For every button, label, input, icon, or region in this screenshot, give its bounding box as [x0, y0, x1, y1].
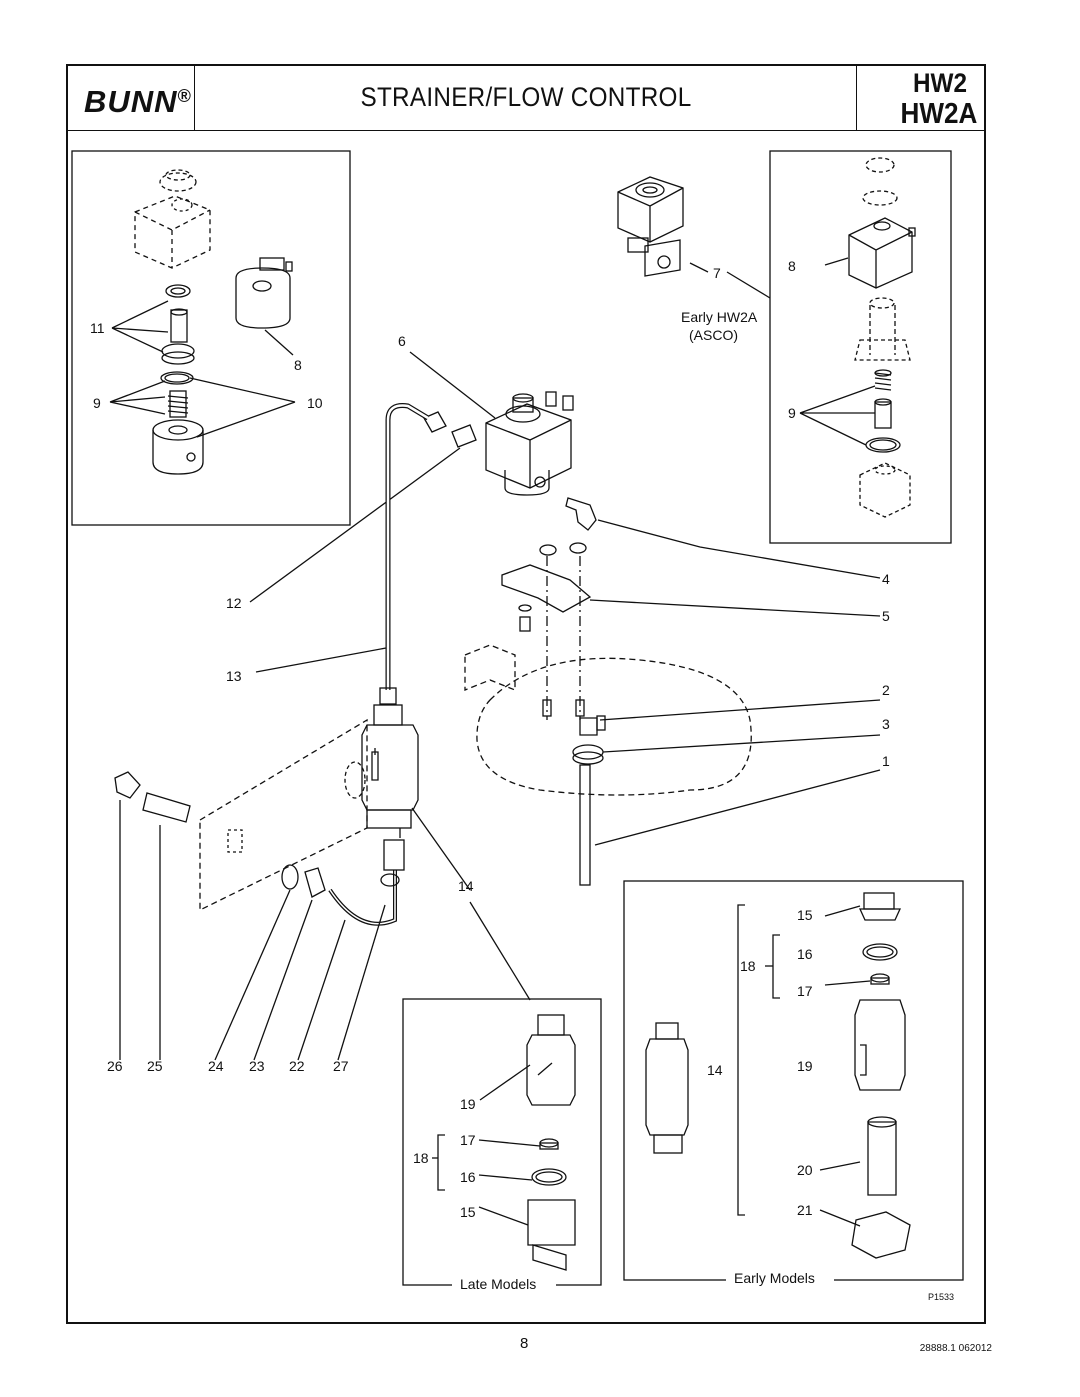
model-hw2a: HW2A [900, 98, 977, 130]
model-cell: HW2 HW2A [856, 66, 985, 130]
part-number-19-late: 19 [460, 1096, 476, 1112]
part-number-9-right: 9 [788, 405, 796, 421]
strainer-flow-control-main [114, 704, 471, 1061]
part-number-3: 3 [882, 716, 890, 732]
part-number-7: 7 [713, 265, 721, 281]
part-number-8-left: 8 [294, 357, 302, 373]
part-number-11: 11 [90, 320, 105, 336]
part-number-18-early: 18 [740, 958, 756, 974]
part-number-16-late: 16 [460, 1169, 476, 1185]
model-hw2: HW2 [913, 68, 967, 98]
part-number-19-early: 19 [797, 1058, 813, 1074]
part-number-1: 1 [882, 753, 890, 769]
part-number-8-right: 8 [788, 258, 796, 274]
late-models-label: Late Models [456, 1276, 541, 1292]
page-frame: BUNN® STRAINER/FLOW CONTROL HW2 HW2A [66, 64, 986, 1324]
main-solenoid-valve [249, 351, 881, 603]
part-number-2: 2 [882, 682, 890, 698]
part-number-4: 4 [882, 571, 890, 587]
part-number-27: 27 [333, 1058, 349, 1074]
early-models-label: Early Models [730, 1270, 819, 1286]
inset-asco-valve-box [769, 150, 952, 544]
early-hw2a-valve [617, 176, 771, 299]
part-number-9-left: 9 [93, 395, 101, 411]
part-number-15-early: 15 [797, 907, 813, 923]
part-number-18-late: 18 [413, 1150, 429, 1166]
part-number-5: 5 [882, 608, 890, 624]
page-number: 8 [520, 1335, 529, 1352]
part-number-23: 23 [249, 1058, 265, 1074]
part-number-17-late: 17 [460, 1132, 476, 1148]
inset-left-parts [109, 169, 296, 475]
part-number-21: 21 [797, 1202, 813, 1218]
part-number-12: 12 [226, 595, 242, 611]
leader-14 [469, 901, 531, 1001]
part-number-26: 26 [107, 1058, 123, 1074]
part-number-6: 6 [398, 333, 406, 349]
part-number-14-main: 14 [458, 878, 474, 894]
part-number-10: 10 [307, 395, 323, 411]
mounting-bracket [501, 542, 881, 720]
part-number-16-early: 16 [797, 946, 813, 962]
brand-logo: BUNN® [84, 84, 192, 119]
inset-right-parts [799, 157, 916, 518]
cabinet-top-outline [464, 644, 752, 796]
part-number-25: 25 [147, 1058, 163, 1074]
page-title: STRAINER/FLOW CONTROL [360, 82, 692, 112]
tubing [255, 403, 430, 705]
early-models-parts [645, 892, 911, 1259]
late-models-parts [432, 1014, 576, 1271]
part-number-24: 24 [208, 1058, 224, 1074]
inset-valve-detail-box [71, 150, 351, 526]
part-number-22: 22 [289, 1058, 305, 1074]
part-number-13: 13 [226, 668, 242, 684]
brand-cell: BUNN® [68, 66, 195, 130]
faucet-assembly [542, 699, 881, 886]
part-number-15-late: 15 [460, 1204, 476, 1220]
asco-label: (ASCO) [689, 327, 738, 343]
part-number-17-early: 17 [797, 983, 813, 999]
document-number: 28888.1 062012 [919, 1343, 992, 1354]
early-hw2a-label: Early HW2A [681, 309, 758, 325]
inset-early-models-box [623, 880, 964, 1281]
part-number-14-early: 14 [707, 1062, 723, 1078]
title-block: BUNN® STRAINER/FLOW CONTROL HW2 HW2A [68, 66, 984, 131]
figure-id: P1533 [928, 1292, 955, 1302]
part-number-20: 20 [797, 1162, 813, 1178]
